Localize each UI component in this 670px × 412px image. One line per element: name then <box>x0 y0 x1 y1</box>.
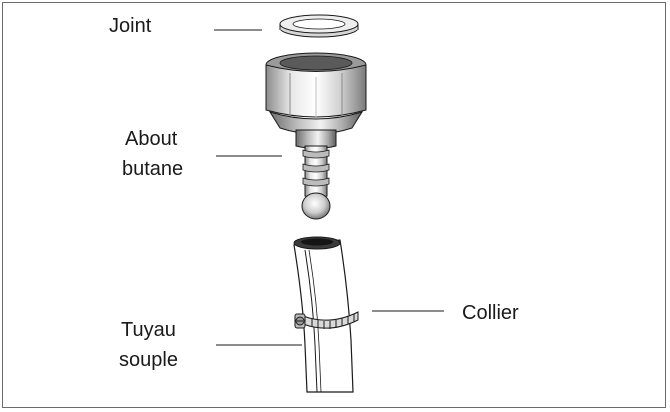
label-about-line1: About <box>125 128 178 150</box>
label-collier: Collier <box>462 302 519 324</box>
label-tuyau-line2: souple <box>119 349 178 371</box>
gasket-icon <box>279 14 359 38</box>
label-tuyau-line1: Tuyau <box>121 319 176 341</box>
leader-lines <box>214 29 444 346</box>
butane-connector-icon <box>265 52 367 220</box>
label-joint: Joint <box>109 15 152 37</box>
hose-clamp-icon <box>294 311 359 329</box>
label-about-line2: butane <box>122 158 184 180</box>
flexible-hose-icon <box>293 236 354 393</box>
